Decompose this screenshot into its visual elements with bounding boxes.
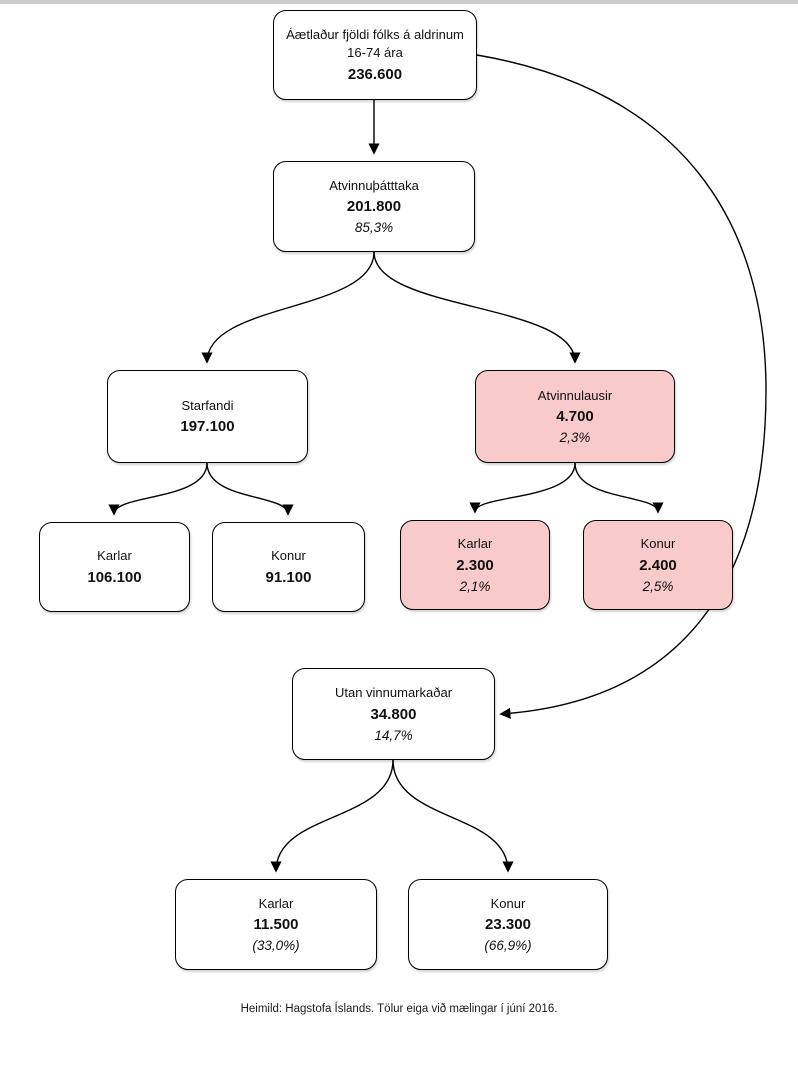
node-employed: Starfandi 197.100: [107, 370, 308, 463]
node-value: 11.500: [253, 916, 299, 934]
node-employed-women: Konur 91.100: [212, 522, 365, 612]
node-value: 201.800: [346, 198, 402, 216]
node-percent: 2,5%: [642, 578, 674, 594]
node-population: Áætlaður fjöldi fólks á aldrinum 16-74 á…: [273, 10, 477, 100]
node-value: 236.600: [347, 65, 403, 83]
node-label: Konur: [490, 895, 526, 911]
node-unemployed-women: Konur 2.400 2,5%: [583, 520, 733, 610]
node-outside-men: Karlar 11.500 (33,0%): [175, 879, 377, 970]
node-label: Starfandi: [181, 397, 234, 413]
node-unemployed-men: Karlar 2.300 2,1%: [400, 520, 550, 610]
node-value: 34.800: [370, 705, 417, 723]
edge-participation-to-employed: [201, 251, 375, 364]
node-label: Konur: [271, 548, 306, 564]
node-label: Karlar: [457, 536, 493, 552]
source-note: Heimild: Hagstofa Íslands. Tölur eiga vi…: [240, 1003, 558, 1015]
edge-unemployed-to-men: [469, 462, 576, 514]
node-percent: (66,9%): [484, 938, 532, 954]
node-value: 2.400: [639, 556, 677, 574]
node-label: Atvinnulausir: [537, 387, 613, 403]
node-percent: 2,1%: [459, 578, 491, 594]
node-percent: 85,3%: [354, 220, 394, 236]
node-value: 106.100: [87, 568, 142, 586]
edge-participation-to-unemployed: [373, 251, 581, 364]
top-border-strip: [0, 0, 798, 4]
node-label: Karlar: [97, 548, 132, 564]
edge-outside-to-men: [270, 759, 394, 873]
node-percent: (33,0%): [252, 938, 300, 954]
node-value: 4.700: [556, 408, 594, 426]
node-value: 197.100: [180, 418, 235, 436]
node-outside-labour-market: Utan vinnumarkaðar 34.800 14,7%: [292, 668, 495, 760]
node-label: Áætlaður fjöldi fólks á aldrinum: [286, 27, 464, 43]
node-value: 91.100: [265, 568, 312, 586]
node-participation: Atvinnuþátttaka 201.800 85,3%: [273, 161, 475, 252]
node-value: 2.300: [456, 556, 494, 574]
node-percent: 14,7%: [374, 727, 413, 743]
edge-employed-to-women: [206, 462, 294, 516]
node-label: Atvinnuþátttaka: [329, 177, 419, 193]
node-employed-men: Karlar 106.100: [39, 522, 190, 612]
node-label: Konur: [640, 536, 676, 552]
node-label: Karlar: [258, 895, 294, 911]
edge-unemployed-to-women: [574, 462, 664, 514]
node-label: Utan vinnumarkaðar: [334, 685, 453, 701]
node-label: 16-74 ára: [347, 45, 403, 60]
node-outside-women: Konur 23.300 (66,9%): [408, 879, 608, 970]
node-value: 23.300: [485, 916, 531, 934]
node-percent: 2,3%: [559, 430, 591, 446]
edge-employed-to-men: [108, 462, 208, 516]
node-unemployed: Atvinnulausir 4.700 2,3%: [475, 370, 675, 463]
edge-outside-to-women: [392, 759, 514, 873]
